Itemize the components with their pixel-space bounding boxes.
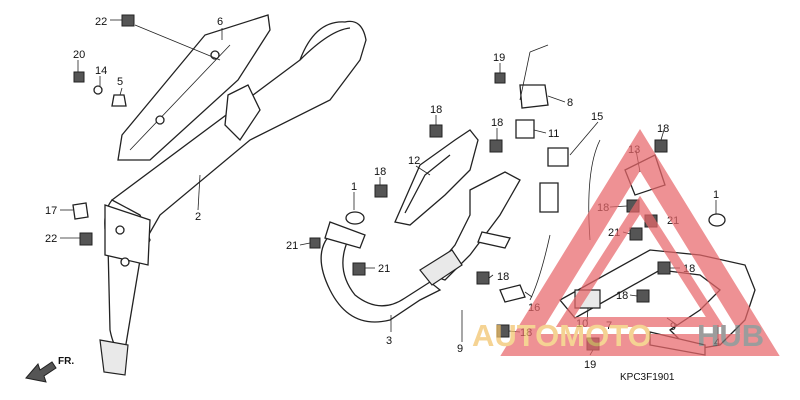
callout-1-right: 1 — [713, 189, 719, 201]
callout-11: 11 — [548, 128, 559, 140]
bracket — [394, 129, 479, 226]
watermark-text-auto-moto: AUTOMOTO — [472, 318, 652, 353]
watermark-triangle-outer — [500, 129, 780, 356]
callout-15: 15 — [591, 111, 603, 123]
heat-protector — [117, 14, 271, 161]
watermark-text-hub: HUB — [697, 318, 764, 353]
callout-18-a: 18 — [430, 104, 442, 116]
callout-20: 20 — [73, 49, 85, 61]
callout-21-mid: 21 — [378, 263, 390, 275]
callout-18-f: 18 — [657, 123, 669, 135]
leader-lines — [60, 19, 719, 356]
callout-21-left: 21 — [286, 240, 298, 252]
callout-18-i: 18 — [616, 290, 628, 302]
diagram-code: KPC3F1901 — [620, 372, 675, 383]
callout-17: 17 — [45, 205, 57, 217]
callout-22-top: 22 — [95, 16, 107, 28]
callout-12: 12 — [408, 155, 420, 167]
front-direction-arrow: FR. — [25, 356, 74, 383]
callout-5: 5 — [117, 76, 123, 88]
callout-6: 6 — [217, 16, 223, 28]
callout-14: 14 — [95, 65, 107, 77]
front-label: FR. — [58, 356, 74, 367]
callout-18-d: 18 — [497, 271, 509, 283]
callout-22-bottom: 22 — [45, 233, 57, 245]
watermark-triangle-inner — [555, 195, 725, 327]
fasteners — [72, 14, 726, 351]
exhaust-pipe — [320, 171, 521, 323]
callout-2: 2 — [195, 211, 201, 223]
callout-9-left: 9 — [457, 343, 463, 355]
callout-3: 3 — [386, 335, 392, 347]
callout-1-left: 1 — [351, 181, 357, 193]
watermark: AUTOMOTO HUB — [472, 129, 780, 356]
callout-8: 8 — [567, 97, 573, 109]
callout-19-top: 19 — [493, 52, 505, 64]
callout-19-bottom: 19 — [584, 359, 596, 371]
callout-18-c: 18 — [374, 166, 386, 178]
callout-18-b: 18 — [491, 117, 503, 129]
